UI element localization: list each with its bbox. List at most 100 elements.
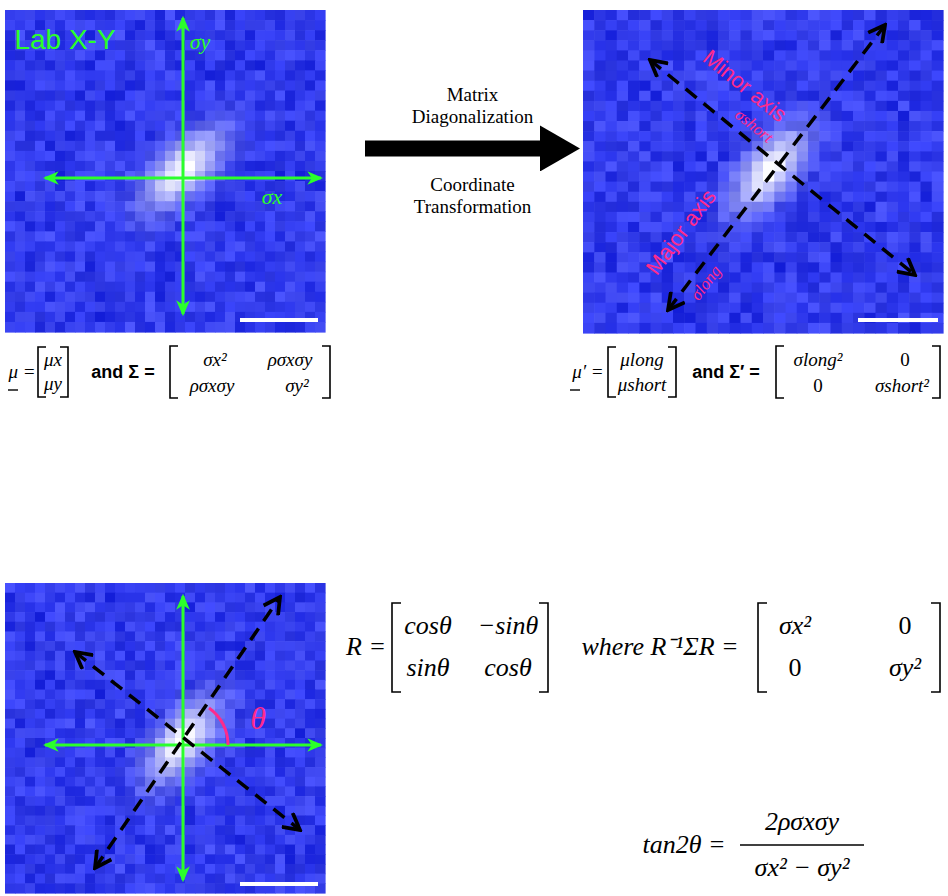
image-pixel bbox=[808, 232, 820, 243]
image-pixel bbox=[295, 141, 306, 152]
image-pixel bbox=[617, 111, 629, 122]
image-pixel bbox=[85, 70, 96, 81]
image-pixel bbox=[185, 131, 196, 142]
image-pixel bbox=[125, 91, 136, 102]
image-pixel bbox=[819, 161, 831, 172]
image-pixel bbox=[606, 151, 618, 162]
image-pixel bbox=[786, 91, 798, 102]
image-pixel bbox=[808, 202, 820, 213]
image-pixel bbox=[305, 292, 316, 303]
image-pixel bbox=[285, 262, 296, 273]
image-pixel bbox=[887, 131, 899, 142]
image-pixel bbox=[898, 182, 910, 193]
image-pixel bbox=[876, 222, 888, 233]
image-pixel bbox=[15, 181, 26, 192]
image-pixel bbox=[639, 232, 651, 243]
image-pixel bbox=[921, 272, 933, 283]
image-pixel bbox=[729, 192, 741, 203]
image-pixel bbox=[864, 192, 876, 203]
image-pixel bbox=[707, 232, 719, 243]
image-pixel bbox=[155, 50, 166, 61]
image-pixel bbox=[245, 20, 256, 31]
image-pixel bbox=[887, 91, 899, 102]
image-pixel bbox=[125, 282, 136, 293]
image-pixel bbox=[673, 111, 685, 122]
image-pixel bbox=[215, 111, 226, 122]
image-pixel bbox=[235, 292, 246, 303]
image-pixel bbox=[639, 20, 651, 31]
image-pixel bbox=[245, 50, 256, 61]
image-pixel bbox=[819, 182, 831, 193]
image-pixel bbox=[65, 111, 76, 122]
image-pixel bbox=[729, 30, 741, 41]
image-pixel bbox=[639, 151, 651, 162]
image-pixel bbox=[932, 10, 944, 21]
image-pixel bbox=[275, 50, 286, 61]
image-pixel bbox=[235, 70, 246, 81]
image-pixel bbox=[763, 252, 775, 263]
image-pixel bbox=[5, 292, 16, 303]
image-pixel bbox=[15, 272, 26, 283]
image-pixel bbox=[185, 231, 196, 242]
image-pixel bbox=[125, 111, 136, 122]
image-pixel bbox=[155, 121, 166, 132]
image-pixel bbox=[165, 50, 176, 61]
image-pixel bbox=[898, 151, 910, 162]
image-pixel bbox=[135, 312, 146, 323]
image-pixel bbox=[606, 293, 618, 304]
image-pixel bbox=[165, 302, 176, 313]
image-pixel bbox=[205, 161, 216, 172]
image-pixel bbox=[617, 50, 629, 61]
image-pixel bbox=[5, 151, 16, 162]
image-pixel bbox=[195, 292, 206, 303]
image-pixel bbox=[876, 182, 888, 193]
image-pixel bbox=[729, 232, 741, 243]
image-pixel bbox=[245, 171, 256, 182]
image-pixel bbox=[864, 10, 876, 21]
image-pixel bbox=[255, 262, 266, 273]
image-pixel bbox=[245, 80, 256, 91]
image-pixel bbox=[315, 70, 326, 81]
image-pixel bbox=[55, 10, 66, 21]
image-pixel bbox=[594, 283, 606, 294]
image-pixel bbox=[315, 20, 326, 31]
image-pixel bbox=[921, 20, 933, 31]
image-pixel bbox=[932, 111, 944, 122]
image-pixel bbox=[145, 211, 156, 222]
image-pixel bbox=[155, 312, 166, 323]
image-pixel bbox=[662, 131, 674, 142]
image-pixel bbox=[673, 10, 685, 21]
image-pixel bbox=[65, 282, 76, 293]
image-pixel bbox=[205, 231, 216, 242]
image-pixel bbox=[125, 40, 136, 51]
image-pixel bbox=[15, 121, 26, 132]
image-pixel bbox=[864, 151, 876, 162]
image-pixel bbox=[842, 111, 854, 122]
image-pixel bbox=[125, 241, 136, 252]
image-pixel bbox=[165, 252, 176, 263]
image-pixel bbox=[639, 121, 651, 132]
image-pixel bbox=[594, 60, 606, 71]
image-pixel bbox=[285, 211, 296, 222]
image-pixel bbox=[265, 101, 276, 112]
image-pixel bbox=[606, 101, 618, 112]
image-pixel bbox=[741, 272, 753, 283]
image-pixel bbox=[35, 272, 46, 283]
image-pixel bbox=[45, 121, 56, 132]
image-pixel bbox=[673, 30, 685, 41]
image-pixel bbox=[684, 101, 696, 112]
image-pixel bbox=[831, 172, 843, 183]
image-pixel bbox=[205, 211, 216, 222]
image-pixel bbox=[255, 272, 266, 283]
image-pixel bbox=[245, 201, 256, 212]
image-pixel bbox=[876, 151, 888, 162]
image-pixel bbox=[295, 221, 306, 232]
image-pixel bbox=[583, 212, 595, 223]
image-pixel bbox=[774, 20, 786, 31]
image-pixel bbox=[95, 111, 106, 122]
image-pixel bbox=[35, 191, 46, 202]
image-pixel bbox=[95, 181, 106, 192]
image-pixel bbox=[921, 202, 933, 213]
image-pixel bbox=[718, 252, 730, 263]
image-pixel bbox=[831, 71, 843, 82]
